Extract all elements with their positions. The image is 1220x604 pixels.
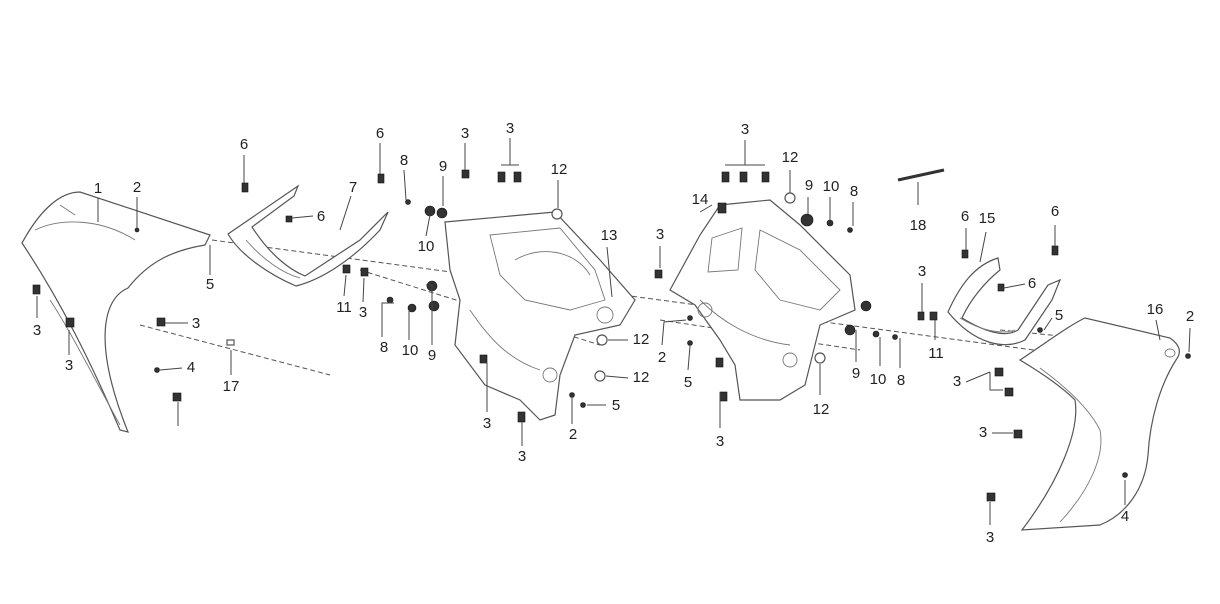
callout-label: 3 [716,433,724,450]
callout-label: 10 [402,342,419,359]
callout-label: 6 [961,208,969,225]
callout-label: 10 [870,371,887,388]
callout-label: 3 [986,529,994,546]
callout-label: 3 [192,315,200,332]
part-left-inner-frame [444,211,636,421]
callout-label: 4 [1121,508,1129,525]
callout-label: 13 [601,227,618,244]
callout-label: 11 [336,299,352,316]
callout-label: 1 [94,180,102,197]
callout-label: 10 [418,238,435,255]
callout-label: 18 [910,217,927,234]
callout-label: 12 [782,149,799,166]
callout-label: 2 [569,426,577,443]
part-right-front-cover [1018,317,1180,531]
callout-label: 11 [928,345,944,362]
callout-label: 3 [359,304,367,321]
part-left-inner-trim [227,184,389,287]
callout-label: 8 [400,152,408,169]
callout-label: 6 [376,125,384,142]
callout-label: 3 [741,121,749,138]
callout-label: 5 [206,276,214,293]
assembly-axis-lines [139,239,1169,376]
callout-label: 9 [852,365,860,382]
callout-label: 3 [979,424,987,441]
callout-label: 8 [380,339,388,356]
callout-labels: 1 2 3 3 3 4 5 6 6 7 6 8 9 10 11 3 8 10 9… [33,120,1194,546]
callout-label: 7 [349,179,357,196]
callout-label: 12 [813,401,830,418]
callout-label: 14 [692,191,709,208]
hardware-fasteners [32,169,1191,502]
callout-label: 3 [483,415,491,432]
callout-label: 3 [33,322,41,339]
callout-label: 8 [850,183,858,200]
part-small-clip-17 [226,339,235,346]
callout-label: 17 [223,378,240,395]
callout-label: 12 [551,161,568,178]
callout-label: 3 [506,120,514,137]
part-left-front-cover [21,191,211,433]
callout-label: 2 [1186,308,1194,325]
callout-label: 9 [805,177,813,194]
callout-label: 3 [918,263,926,280]
part-rod-18 [897,168,945,182]
part-right-inner-trim [947,257,1062,346]
callout-label: 12 [633,369,650,386]
callout-label: 5 [1055,307,1063,324]
callout-label: 12 [633,331,650,348]
callout-label: 5 [612,397,620,414]
part-right-inner-frame [669,199,856,401]
callout-label: 3 [953,373,961,390]
leader-lines [36,138,1191,525]
callout-label: 15 [979,210,996,227]
callout-label: 9 [439,158,447,175]
callout-label: 10 [823,178,840,195]
callout-label: 8 [897,372,905,389]
callout-label: 6 [317,208,325,225]
callout-label: 3 [656,226,664,243]
callout-label: 4 [187,359,195,376]
callout-label: 16 [1147,301,1164,318]
callout-label: 6 [1051,203,1059,220]
callout-label: 3 [461,125,469,142]
callout-label: 9 [428,347,436,364]
callout-label: 2 [658,349,666,366]
callout-label: 6 [240,136,248,153]
callout-label: 2 [133,179,141,196]
callout-label: 3 [65,357,73,374]
callout-label: 5 [684,374,692,391]
callout-label: 6 [1028,275,1036,292]
callout-label: 3 [518,448,526,465]
